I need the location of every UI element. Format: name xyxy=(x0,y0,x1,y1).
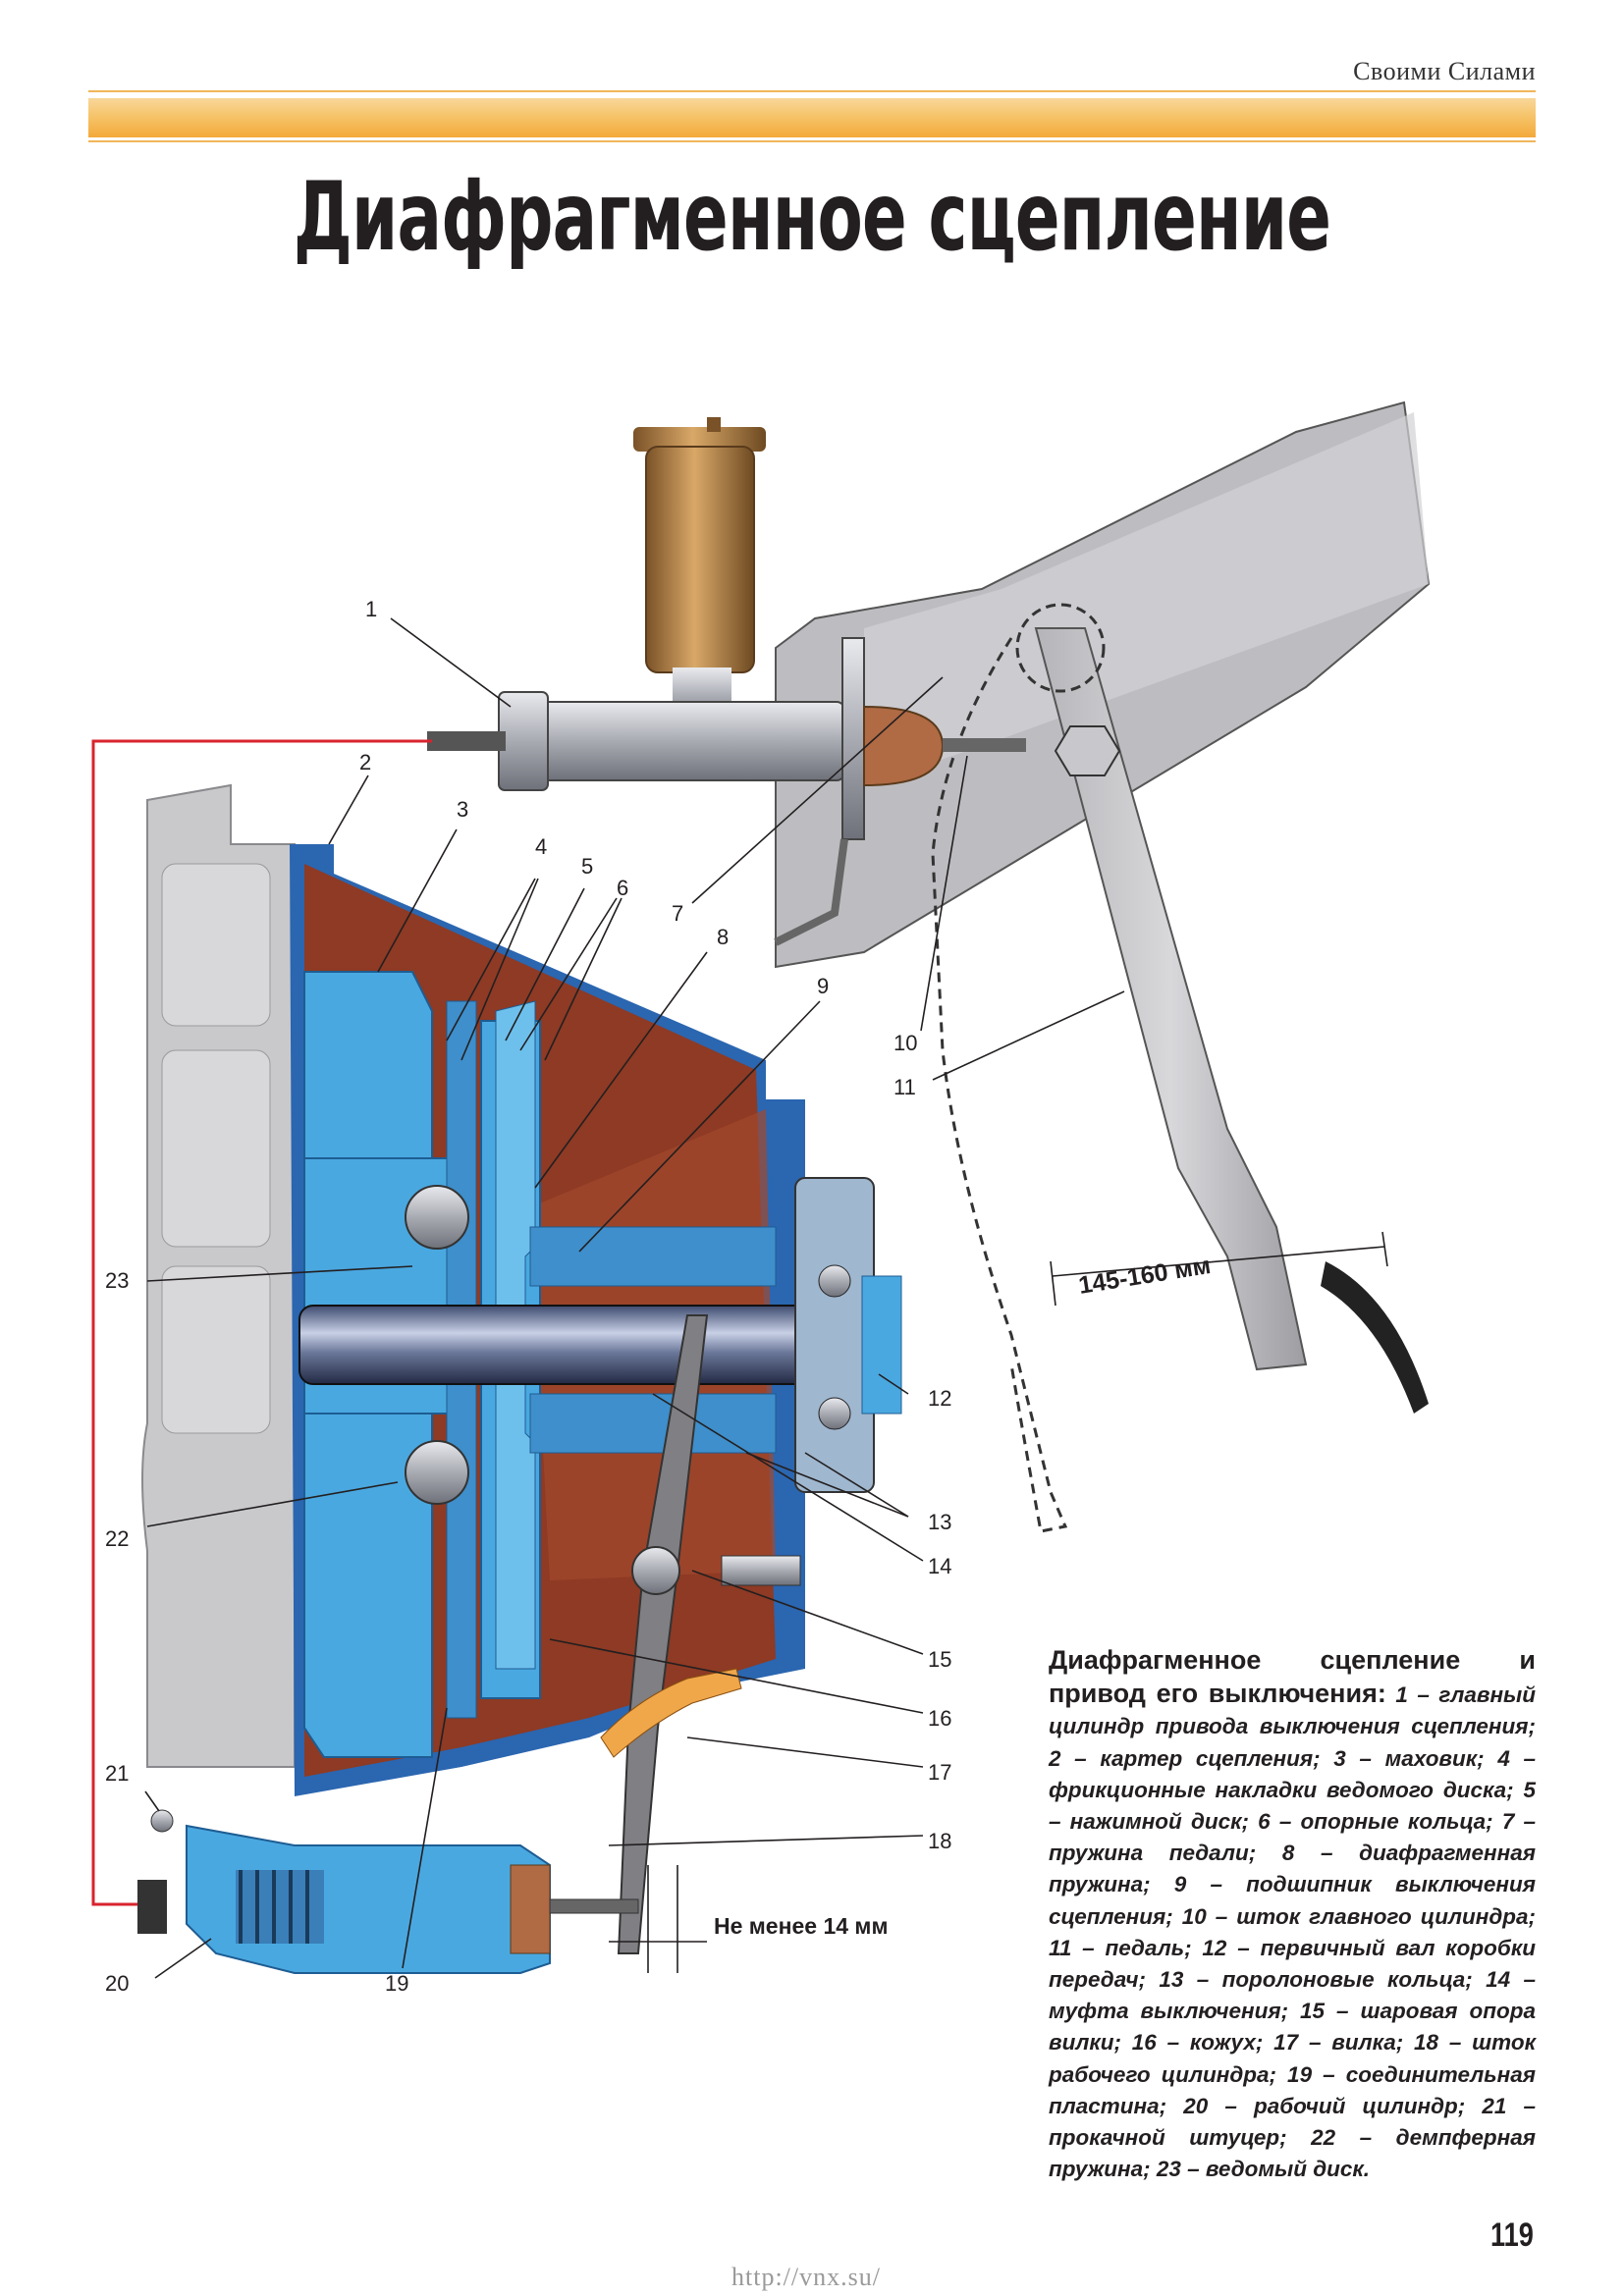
source-url: http://vnx.su/ xyxy=(731,2263,881,2291)
callout-6: 6 xyxy=(617,876,628,900)
header-rule-bottom xyxy=(88,140,1536,142)
callout-3: 3 xyxy=(457,797,468,822)
slave-cylinder xyxy=(137,1809,639,1974)
master-cylinder xyxy=(427,417,1026,946)
header-rule-top xyxy=(88,90,1536,92)
caption-text: 1 – главный цилиндр привода выключения с… xyxy=(1049,1682,1536,2182)
clutch-pedal xyxy=(931,603,1429,1533)
callout-21: 21 xyxy=(105,1761,129,1786)
release-fork xyxy=(600,1314,801,1954)
callout-2: 2 xyxy=(359,750,371,774)
page-title: Диафрагменное сцепление xyxy=(293,162,1331,272)
page-number: 119 xyxy=(1490,2216,1534,2254)
leader-lines xyxy=(144,617,1388,1979)
callout-12: 12 xyxy=(928,1386,951,1411)
callout-19: 19 xyxy=(385,1971,408,1996)
pedal-pad xyxy=(1321,1261,1429,1414)
input-shaft xyxy=(298,1177,902,1493)
callout-11: 11 xyxy=(893,1075,916,1099)
pedal-bracket xyxy=(775,400,1431,969)
callout-4: 4 xyxy=(535,834,547,859)
caption-heading: Диафрагменное сцепление и привод его вык… xyxy=(1049,1645,1536,1709)
callout-16: 16 xyxy=(928,1706,951,1731)
callout-9: 9 xyxy=(817,974,829,998)
callout-18: 18 xyxy=(928,1829,951,1853)
brand-logo-text: Своими Силами xyxy=(1353,57,1536,85)
hydraulic-line xyxy=(91,739,432,1906)
engine-block xyxy=(141,783,296,1768)
callout-5: 5 xyxy=(581,854,593,879)
pedal-travel-dimension: 145-160 мм xyxy=(1077,1252,1213,1300)
callout-22: 22 xyxy=(105,1526,129,1551)
callout-10: 10 xyxy=(893,1031,917,1055)
callout-20: 20 xyxy=(105,1971,129,1996)
callout-8: 8 xyxy=(717,925,729,949)
callout-13: 13 xyxy=(928,1510,951,1534)
callout-15: 15 xyxy=(928,1647,951,1672)
header-orange-band xyxy=(88,98,1536,137)
callout-14: 14 xyxy=(928,1554,951,1578)
fork-travel-dimension: Не менее 14 мм xyxy=(714,1913,888,1939)
callout-23: 23 xyxy=(105,1268,129,1293)
figure-caption: Диафрагменное сцепление и привод его вык… xyxy=(1049,1644,1536,2185)
callout-1: 1 xyxy=(365,597,377,621)
callout-labels: 1 2 3 4 5 6 7 8 9 10 11 12 13 14 15 16 1… xyxy=(105,597,951,1996)
callout-7: 7 xyxy=(672,901,683,926)
callout-17: 17 xyxy=(928,1760,951,1785)
